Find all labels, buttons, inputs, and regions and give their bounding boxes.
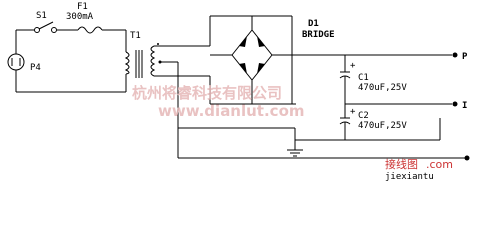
label-t1: T1: [130, 31, 141, 41]
terminal-i: [452, 101, 458, 107]
switch-s1: [34, 21, 57, 33]
plug-p4: [7, 45, 25, 85]
capacitor-c2: +: [339, 104, 356, 140]
watermark-corner-url: jiexiantu: [385, 172, 434, 182]
capacitor-c1: +: [339, 61, 356, 104]
label-c1-value: 470uF,25V: [358, 83, 407, 93]
watermark-company: 杭州将睿科技有限公司: [132, 84, 282, 102]
label-p4: P4: [30, 63, 41, 73]
label-f1: F1: [77, 2, 88, 12]
label-s1: S1: [36, 11, 47, 21]
label-out-i: I: [462, 101, 467, 111]
label-out-p: P: [462, 52, 468, 62]
label-c1: C1: [358, 73, 369, 83]
svg-text:+: +: [350, 61, 356, 71]
terminal-p: [452, 52, 458, 58]
ground-symbol: [287, 149, 303, 157]
watermark-corner: 接线图 .com jiexiantu: [385, 157, 453, 182]
watermark-corner-com: .com: [426, 158, 453, 171]
transformer-t1: [124, 43, 162, 78]
terminal-bottom: [464, 155, 470, 161]
bridge-rectifier-d1: [172, 15, 293, 105]
svg-text:+: +: [350, 107, 356, 117]
label-c2-value: 470uF,25V: [358, 121, 407, 131]
label-bridge: BRIDGE: [302, 30, 335, 40]
label-f1-value: 300mA: [66, 12, 94, 22]
fuse-f1: [77, 26, 103, 34]
label-c2: C2: [358, 111, 369, 121]
watermark-corner-cn: 接线图: [385, 157, 418, 171]
label-d1: D1: [308, 19, 319, 29]
watermark-site: www.dianlut.com: [158, 102, 305, 120]
power-supply-schematic: P4 S1 F1 300mA T1: [7, 2, 470, 182]
